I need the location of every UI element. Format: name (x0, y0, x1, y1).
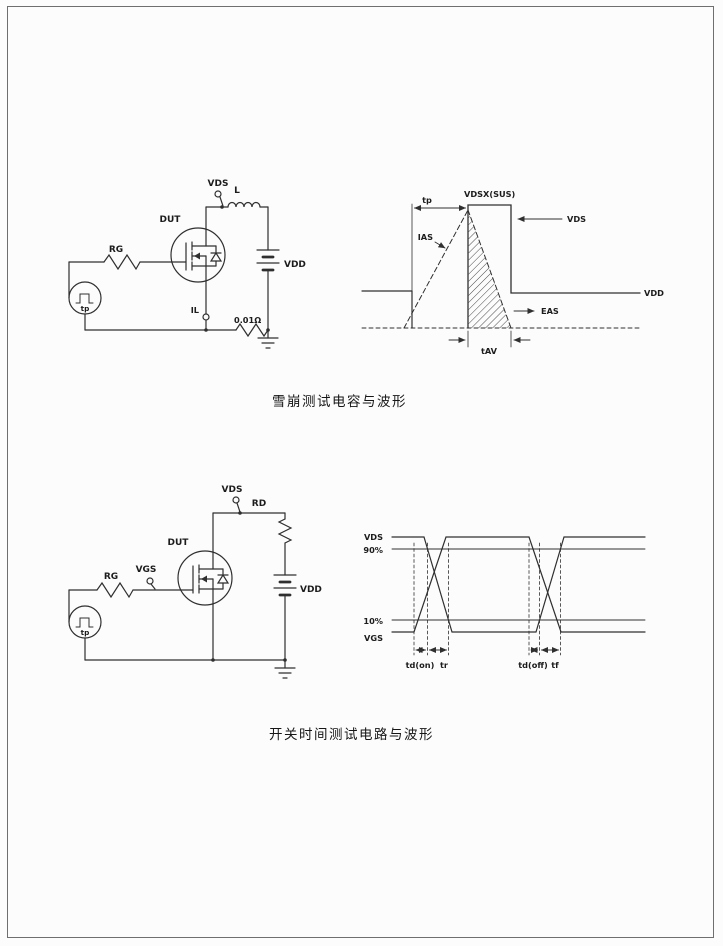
avalanche-dut-label: DUT (160, 215, 182, 225)
mosfet-arrow-2 (201, 575, 207, 583)
waveform-vdd-label: VDD (644, 288, 664, 298)
energy-hatch-area (468, 210, 511, 328)
vds-terminal-2 (232, 496, 240, 504)
ias-label: IAS (418, 232, 433, 242)
avalanche-test-circuit: VDS L DUT (68, 179, 306, 349)
switch-dut-label: DUT (168, 538, 190, 548)
measurement-dashes (413, 542, 561, 656)
rg-resistor-2 (96, 581, 134, 599)
tr-label: tr (440, 660, 449, 670)
vgs-terminal (146, 577, 154, 585)
sw-90-label: 90% (363, 545, 383, 555)
avalanche-vdd-label: VDD (284, 260, 306, 270)
switching-test-circuit: VDS RD DUT VGS (68, 485, 322, 679)
avalanche-vds-label: VDS (208, 179, 229, 189)
td-off-label: td(off) (518, 660, 548, 670)
tav-label: tAV (481, 346, 498, 356)
pulse-glyph (75, 293, 94, 304)
inductor (227, 201, 261, 208)
vgs-label: VGS (136, 565, 157, 575)
vdsx-label: VDSX(SUS) (464, 189, 516, 199)
waveform-tp-label: tp (422, 195, 432, 205)
ground-symbol-2 (274, 659, 296, 679)
mosfet-body-circle-2 (177, 550, 233, 606)
figure2-caption: 开关时间测试电路与波形 (269, 727, 434, 742)
mosfet-body-circle (170, 227, 226, 283)
shunt-resistor (235, 322, 269, 338)
switch-rg-label: RG (104, 572, 118, 582)
switch-vdd-label: VDD (300, 585, 322, 595)
switching-waveform: VDS 90% 10% VGS td(on) t (363, 532, 646, 670)
sw-vgs-label: VGS (364, 633, 383, 643)
avalanche-waveform: tp VDSX(SUS) IAS VDS VDD EAS tAV (361, 189, 664, 356)
switch-vds-label: VDS (222, 485, 243, 495)
vds-terminal (214, 190, 222, 198)
shunt-label: 0.01Ω (234, 315, 261, 325)
il-terminal (202, 313, 210, 321)
vds-trace (391, 536, 646, 633)
td-on-label: td(on) (406, 660, 435, 670)
sw-10-label: 10% (363, 616, 383, 626)
rg-resistor (103, 253, 141, 271)
avalanche-tp-label: tp (81, 304, 90, 313)
tf-label: tf (551, 660, 559, 670)
ground-symbol (257, 329, 279, 349)
rd-resistor (277, 518, 293, 544)
inductor-label: L (234, 186, 240, 196)
pulse-glyph-2 (75, 617, 94, 628)
switch-tp-label: tp (81, 628, 90, 637)
mosfet-arrow (194, 252, 200, 260)
avalanche-rg-label: RG (109, 245, 123, 255)
current-ramp (403, 209, 469, 329)
il-label: IL (191, 305, 199, 315)
page-border (7, 6, 714, 938)
body-diode-2 (216, 573, 230, 584)
rd-label: RD (252, 499, 266, 509)
body-diode (209, 251, 223, 262)
figure1-caption: 雪崩测试电容与波形 (272, 394, 407, 409)
sw-vds-label: VDS (364, 532, 383, 542)
waveform-vds-label: VDS (567, 214, 586, 224)
vgs-trace (391, 536, 646, 633)
eas-label: EAS (541, 306, 559, 316)
